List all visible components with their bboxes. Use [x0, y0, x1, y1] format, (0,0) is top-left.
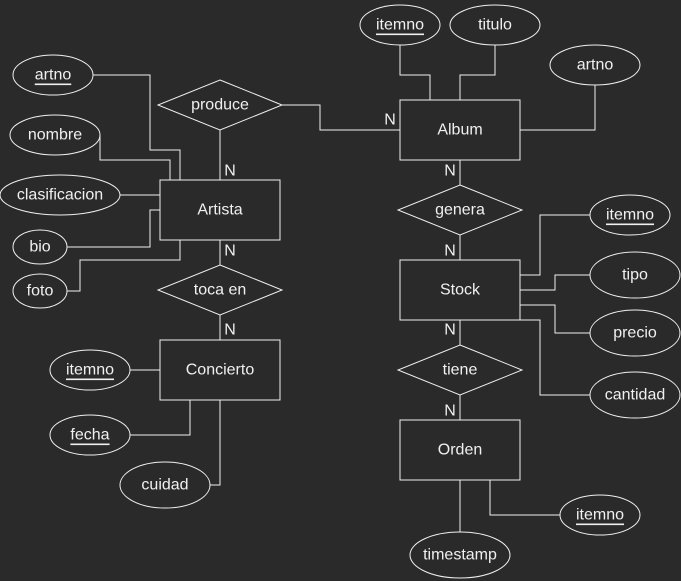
attribute-stock-precio[interactable]: precio: [589, 309, 681, 357]
connector-line: [459, 45, 496, 100]
relationship-genera[interactable]: genera: [396, 184, 524, 236]
connector-line: [210, 400, 221, 486]
key-attribute-label: artno: [35, 67, 72, 84]
attribute-label: timestamp: [423, 547, 497, 564]
attribute-artista-bio[interactable]: bio: [12, 229, 68, 265]
attribute-artista-nombre[interactable]: nombre: [9, 114, 101, 156]
attribute-artista-clasificacion[interactable]: clasificacion: [0, 174, 121, 216]
attribute-album-itemno[interactable]: itemno: [359, 4, 441, 46]
connector-line: [130, 400, 191, 436]
connector-lines: [67, 45, 596, 532]
entity-concierto[interactable]: Concierto: [159, 339, 281, 401]
attribute-stock-cantidad[interactable]: cantidad: [589, 371, 681, 419]
connector-line: [520, 274, 590, 291]
connector-line: [67, 240, 181, 292]
relationship-label: genera: [435, 202, 485, 219]
connector-line: [93, 74, 181, 180]
relationship-produce[interactable]: produce: [156, 79, 284, 131]
attribute-orden-itemno[interactable]: itemno: [559, 494, 641, 536]
attribute-label: nombre: [28, 127, 82, 144]
cardinality-orden-tiene: N: [444, 403, 456, 420]
entity-artista[interactable]: Artista: [159, 179, 281, 241]
key-attribute-label: itemno: [376, 17, 424, 34]
attribute-stock-tipo[interactable]: tipo: [589, 251, 681, 299]
attribute-album-artno[interactable]: artno: [549, 44, 641, 86]
attribute-album-titulo[interactable]: titulo: [449, 4, 541, 46]
cardinality-concierto-toca: N: [224, 322, 236, 339]
attribute-label: cantidad: [605, 387, 666, 404]
attribute-orden-timestamp[interactable]: timestamp: [409, 531, 511, 579]
attribute-label: cuidad: [141, 477, 188, 494]
entity-label: Stock: [440, 282, 481, 299]
connector-line: [520, 214, 590, 276]
attribute-concierto-itemno[interactable]: itemno: [49, 349, 131, 391]
connector-line: [489, 480, 560, 516]
relationship-label: toca en: [194, 282, 246, 299]
entity-label: Album: [437, 122, 482, 139]
entity-album[interactable]: Album: [399, 99, 521, 161]
cardinality-album-genera: N: [444, 163, 456, 180]
cardinality-artista-toca: N: [224, 243, 236, 260]
connector-line: [520, 85, 596, 131]
attribute-label: tipo: [622, 267, 648, 284]
key-attribute-label: itemno: [66, 362, 114, 379]
attribute-concierto-cuidad[interactable]: cuidad: [119, 461, 211, 509]
entity-label: Concierto: [186, 362, 255, 379]
cardinality-stock-genera: N: [444, 243, 456, 260]
cardinality-album-produce: N: [384, 112, 396, 129]
key-attribute-label: itemno: [576, 507, 624, 524]
key-attribute-label: itemno: [606, 207, 654, 224]
connector-line: [399, 45, 431, 100]
relationship-toca-en[interactable]: toca en: [156, 264, 284, 316]
key-attribute-label: fecha: [70, 427, 109, 444]
relationship-label: produce: [191, 97, 249, 114]
connector-line: [520, 319, 590, 396]
cardinality-stock-tiene: N: [444, 322, 456, 339]
attribute-label: precio: [613, 325, 657, 342]
attribute-artista-foto[interactable]: foto: [12, 273, 68, 309]
attribute-artista-artno[interactable]: artno: [12, 54, 94, 96]
connector-line: [282, 104, 400, 131]
entity-label: Orden: [438, 442, 482, 459]
attribute-label: titulo: [478, 17, 512, 34]
cardinality-artista-produce: N: [224, 163, 236, 180]
relationship-label: tiene: [443, 362, 478, 379]
attribute-label: clasificacion: [17, 187, 103, 204]
attribute-concierto-fecha[interactable]: fecha: [49, 414, 131, 456]
attribute-label: bio: [29, 239, 50, 256]
entity-stock[interactable]: Stock: [399, 259, 521, 321]
attribute-label: artno: [577, 57, 614, 74]
attribute-stock-itemno[interactable]: itemno: [589, 194, 671, 236]
attribute-label: foto: [27, 283, 54, 300]
entity-orden[interactable]: Orden: [399, 419, 521, 481]
connector-line: [520, 304, 590, 334]
relationship-tiene[interactable]: tiene: [396, 344, 524, 396]
entity-label: Artista: [197, 202, 242, 219]
connector-line: [67, 209, 160, 248]
connector-line: [99, 135, 171, 180]
